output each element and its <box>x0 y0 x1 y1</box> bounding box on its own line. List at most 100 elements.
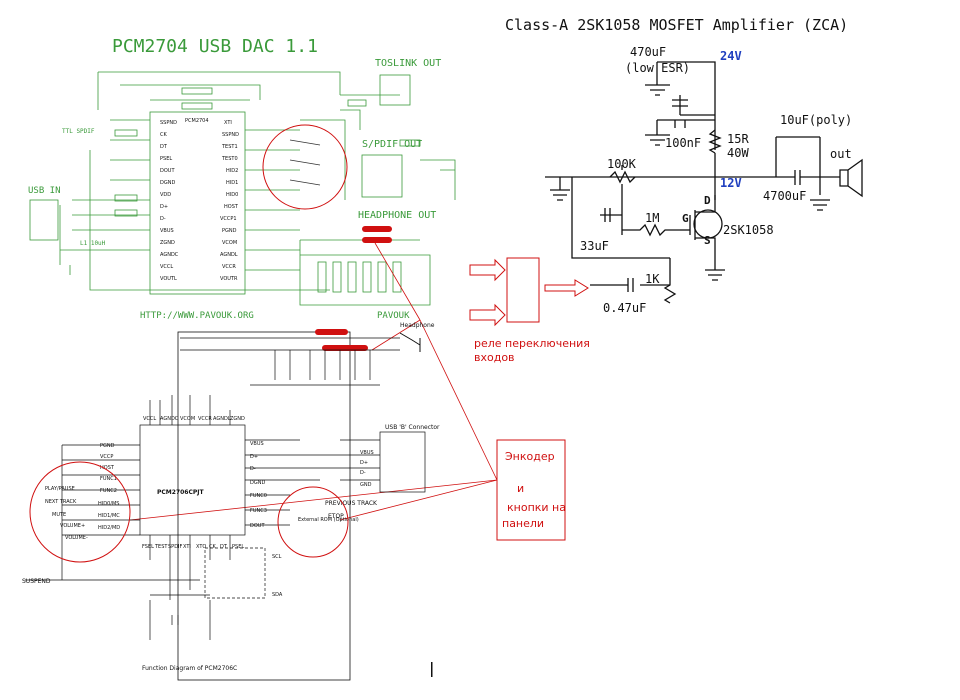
pcm2706-left-pin-8: HID2/MD <box>98 525 120 531</box>
encoder-line3: кнопки на <box>507 501 566 514</box>
relay-annotation: реле переключения входов <box>469 257 590 364</box>
pcm2706-left-pin-2: VCCP <box>100 454 113 460</box>
pcm2704-pin-l11: ZGND <box>160 240 175 246</box>
ttl-spdif-label: TTL SPDIF <box>62 128 95 135</box>
headphone-cap-highlight-1 <box>315 329 348 335</box>
pcm2706-left-pin-3: HOST <box>100 465 115 471</box>
pcm2704-pin-l7: VDD <box>160 192 171 198</box>
pcm2704-pin-l14: VOUTL <box>160 276 177 282</box>
amp-r2: 1M <box>645 211 659 225</box>
pcm2706-chip-name: PCM2706CPJT <box>157 489 205 496</box>
amp-pot: 100K <box>607 157 637 171</box>
pcm2706-bottom-pin-4: XTI <box>183 544 191 550</box>
relay-arrow-out <box>544 279 589 297</box>
etop-label: ETOP <box>328 513 344 520</box>
encoder-line2: и <box>517 482 524 495</box>
pavouk-url: HTTP://WWW.PAVOUK.ORG <box>140 311 254 321</box>
amp-cap1: 470uF <box>630 45 666 59</box>
amplifier-schematic: Class-A 2SK1058 MOSFET Amplifier (ZCA) <box>505 16 863 315</box>
pcm2704-chip <box>149 111 246 295</box>
pcm2704-pin-l2: CK <box>160 132 167 138</box>
pcm2706-bottom-pin-3: SPDIF <box>168 544 183 550</box>
usb-in-label: USB IN <box>28 186 61 196</box>
headphone-resistor-highlight-2 <box>362 237 392 243</box>
amp-cap5: 33uF <box>580 239 609 253</box>
callout-lines <box>129 242 498 521</box>
amp-cap2: 100nF <box>665 136 701 150</box>
relay-arrow-in-1 <box>469 258 506 282</box>
button-next-track: NEXT TRACK <box>45 499 77 505</box>
pcm2704-chip-name: PCM2704 <box>185 118 209 124</box>
usb-pin-dplus: D+ <box>360 460 368 466</box>
pcm2706-bottom-pin-7: DT <box>220 544 228 550</box>
pcm2704-pin-r12: AGNDL <box>220 252 238 258</box>
rom-label: External ROM (Optional) <box>298 517 359 523</box>
amp-cap4: 4700uF <box>763 189 806 203</box>
prev-track-label: PREVIOUS TRACK <box>325 500 378 507</box>
pcm2704-pin-r1: XTI <box>224 120 232 126</box>
usb-pin-dminus: D- <box>360 470 366 476</box>
text-cursor <box>431 662 433 677</box>
suspend-label: SUSPEND <box>22 578 51 585</box>
pcm2704-pin-l9: D- <box>160 216 166 222</box>
pcm2704-pin-l8: D+ <box>160 204 168 210</box>
pcm2706-frame <box>177 331 351 681</box>
usb-pin-gnd: GND <box>360 482 372 488</box>
pcm2706-bottom-pin-2: TEST <box>154 544 168 550</box>
pcm2704-pin-r6: HID1 <box>226 180 238 186</box>
relay-note-line1: реле переключения <box>474 337 590 350</box>
encoder-line1: Энкодер <box>505 450 555 463</box>
amp-out: out <box>830 147 852 161</box>
pcm2704-pin-l13: VCCL <box>160 264 173 270</box>
relay-note-line2: входов <box>474 351 515 364</box>
pcm2704-pin-r3: TEST1 <box>221 144 238 150</box>
pcm2706-right-pin-3: D- <box>250 466 256 472</box>
amp-cap3: 10uF(poly) <box>780 113 852 127</box>
pcm2704-pin-l5: DOUT <box>160 168 175 174</box>
button-volume-down: VOLUME- <box>65 535 88 541</box>
scl-label: SCL <box>272 554 282 560</box>
pcm2706-left-pin-7: HID1/MC <box>98 513 120 519</box>
buttons-circle <box>29 461 131 563</box>
pcm2704-pin-l1: SSPND <box>160 120 177 126</box>
pcm2704-schematic: PCM2704 USB DAC 1.1 TOSLINK OUT S/PDIF O… <box>28 36 456 321</box>
inductor-label: L1 10uH <box>80 240 106 247</box>
pcm2704-pin-r4: TEST0 <box>221 156 238 162</box>
usb-connector-label: USB 'B' Connector <box>385 424 440 431</box>
pcm2704-pin-l3: DT <box>160 144 168 150</box>
pcm2704-pin-r7: HID0 <box>226 192 238 198</box>
pcm2706-left-pin-5: FUNC2 <box>100 488 117 494</box>
pcm2704-pin-l4: PSEL <box>160 156 172 162</box>
pcm2706-right-pin-1: VBUS <box>250 441 264 447</box>
spdif-label: S/PDIF OUT <box>362 139 422 150</box>
switch-symbols <box>289 139 321 186</box>
pcm2706-top-pin-5: AGNDL <box>213 416 231 422</box>
pavouk-brand: PAVOUK <box>377 311 410 321</box>
amp-title: Class-A 2SK1058 MOSFET Amplifier (ZCA) <box>505 16 848 34</box>
switch-circle <box>262 124 348 210</box>
pcm2706-top-pin-3: VCOM <box>180 416 195 422</box>
headphone-resistor-highlight-1 <box>362 226 392 232</box>
pcm2704-pin-l10: VBUS <box>160 228 174 234</box>
pcm2706-top-pin-6: ZGND <box>230 416 245 422</box>
button-volume-up: VOLUME+ <box>60 523 85 529</box>
toslink-label: TOSLINK OUT <box>375 58 441 69</box>
pcm2706-right-pin-4: DGND <box>250 480 265 486</box>
pcm2704-pin-r5: HID2 <box>226 168 238 174</box>
encoder-annotation: Энкодер и кнопки на панели <box>496 439 566 541</box>
external-rom-box <box>204 547 266 599</box>
pcm2704-pin-r14: VOUTR <box>220 276 238 282</box>
pcm2706-top-pin-1: VCCL <box>143 416 156 422</box>
amp-v12: 12V <box>720 176 742 190</box>
headphone-cap-highlight-2 <box>322 345 368 351</box>
amp-r1-w: 40W <box>727 146 749 160</box>
pcm2706-bottom-pin-8: PSEL <box>232 544 244 550</box>
amp-mosfet: 2SK1058 <box>723 223 774 237</box>
button-play-pause: PLAY/PAUSE <box>45 486 75 492</box>
amp-source: S <box>704 234 711 247</box>
headphone-label: HEADPHONE OUT <box>358 210 436 221</box>
pcm2706-left-pin-1: PGND <box>100 443 115 449</box>
relay-arrow-in-2 <box>469 303 506 327</box>
headphone-jack-label: Headphone <box>400 322 435 329</box>
sda-label: SDA <box>272 592 283 598</box>
